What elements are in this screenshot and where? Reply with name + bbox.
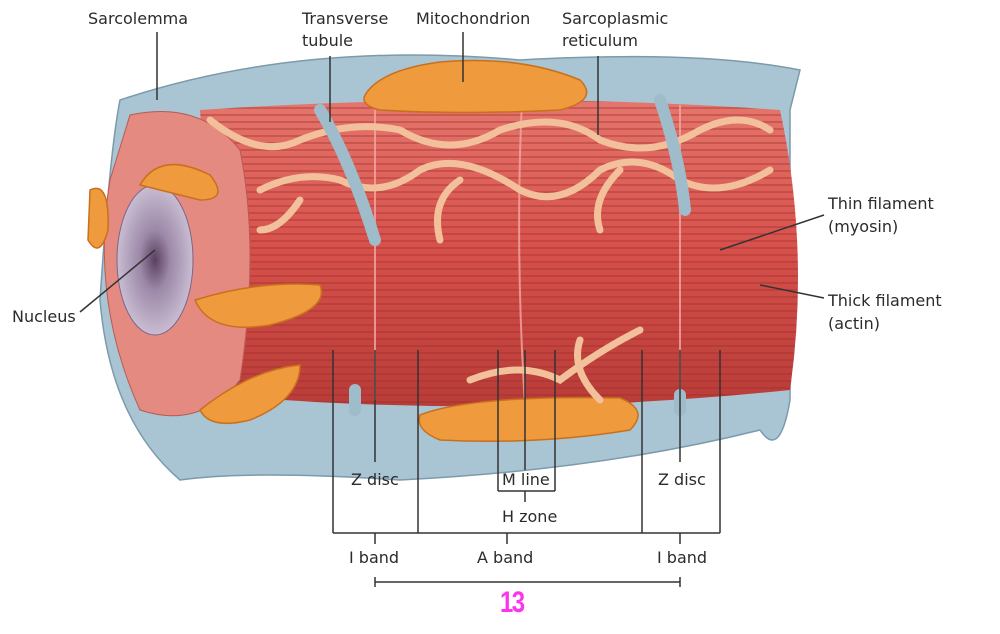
- label-nucleus: Nucleus: [12, 307, 76, 326]
- label-i-band-right: I band: [657, 548, 708, 567]
- label-h-zone: H zone: [502, 507, 558, 526]
- label-sarcoplasmic-reticulum-line2: reticulum: [562, 31, 638, 50]
- figure-number: 13: [500, 586, 525, 619]
- label-thick-filament-line1: Thick filament: [828, 291, 942, 310]
- mitochondrion-lower: [199, 364, 301, 425]
- nucleus-shape: [116, 184, 194, 336]
- label-mitochondrion: Mitochondrion: [416, 9, 531, 28]
- label-thin-filament-line1: Thin filament: [828, 194, 934, 213]
- label-z-disc-right: Z disc: [658, 470, 706, 489]
- label-i-band-left: I band: [349, 548, 400, 567]
- label-a-band: A band: [477, 548, 534, 567]
- mitochondrion-left: [193, 283, 323, 328]
- label-thin-filament-line2: (myosin): [828, 217, 899, 236]
- label-sarcoplasmic-reticulum-line1: Sarcoplasmic: [562, 9, 669, 28]
- label-transverse-tubule-line2: tubule: [302, 31, 353, 50]
- label-z-disc-left: Z disc: [351, 470, 399, 489]
- leader-lines: [79, 32, 825, 587]
- label-m-line: M line: [502, 470, 550, 489]
- label-sarcolemma: Sarcolemma: [88, 9, 189, 28]
- mitochondrion-bottom: [418, 396, 639, 442]
- label-thick-filament-line2: (actin): [828, 314, 880, 333]
- mitochondrion-top: [363, 59, 588, 114]
- label-transverse-tubule-line1: Transverse: [302, 9, 389, 28]
